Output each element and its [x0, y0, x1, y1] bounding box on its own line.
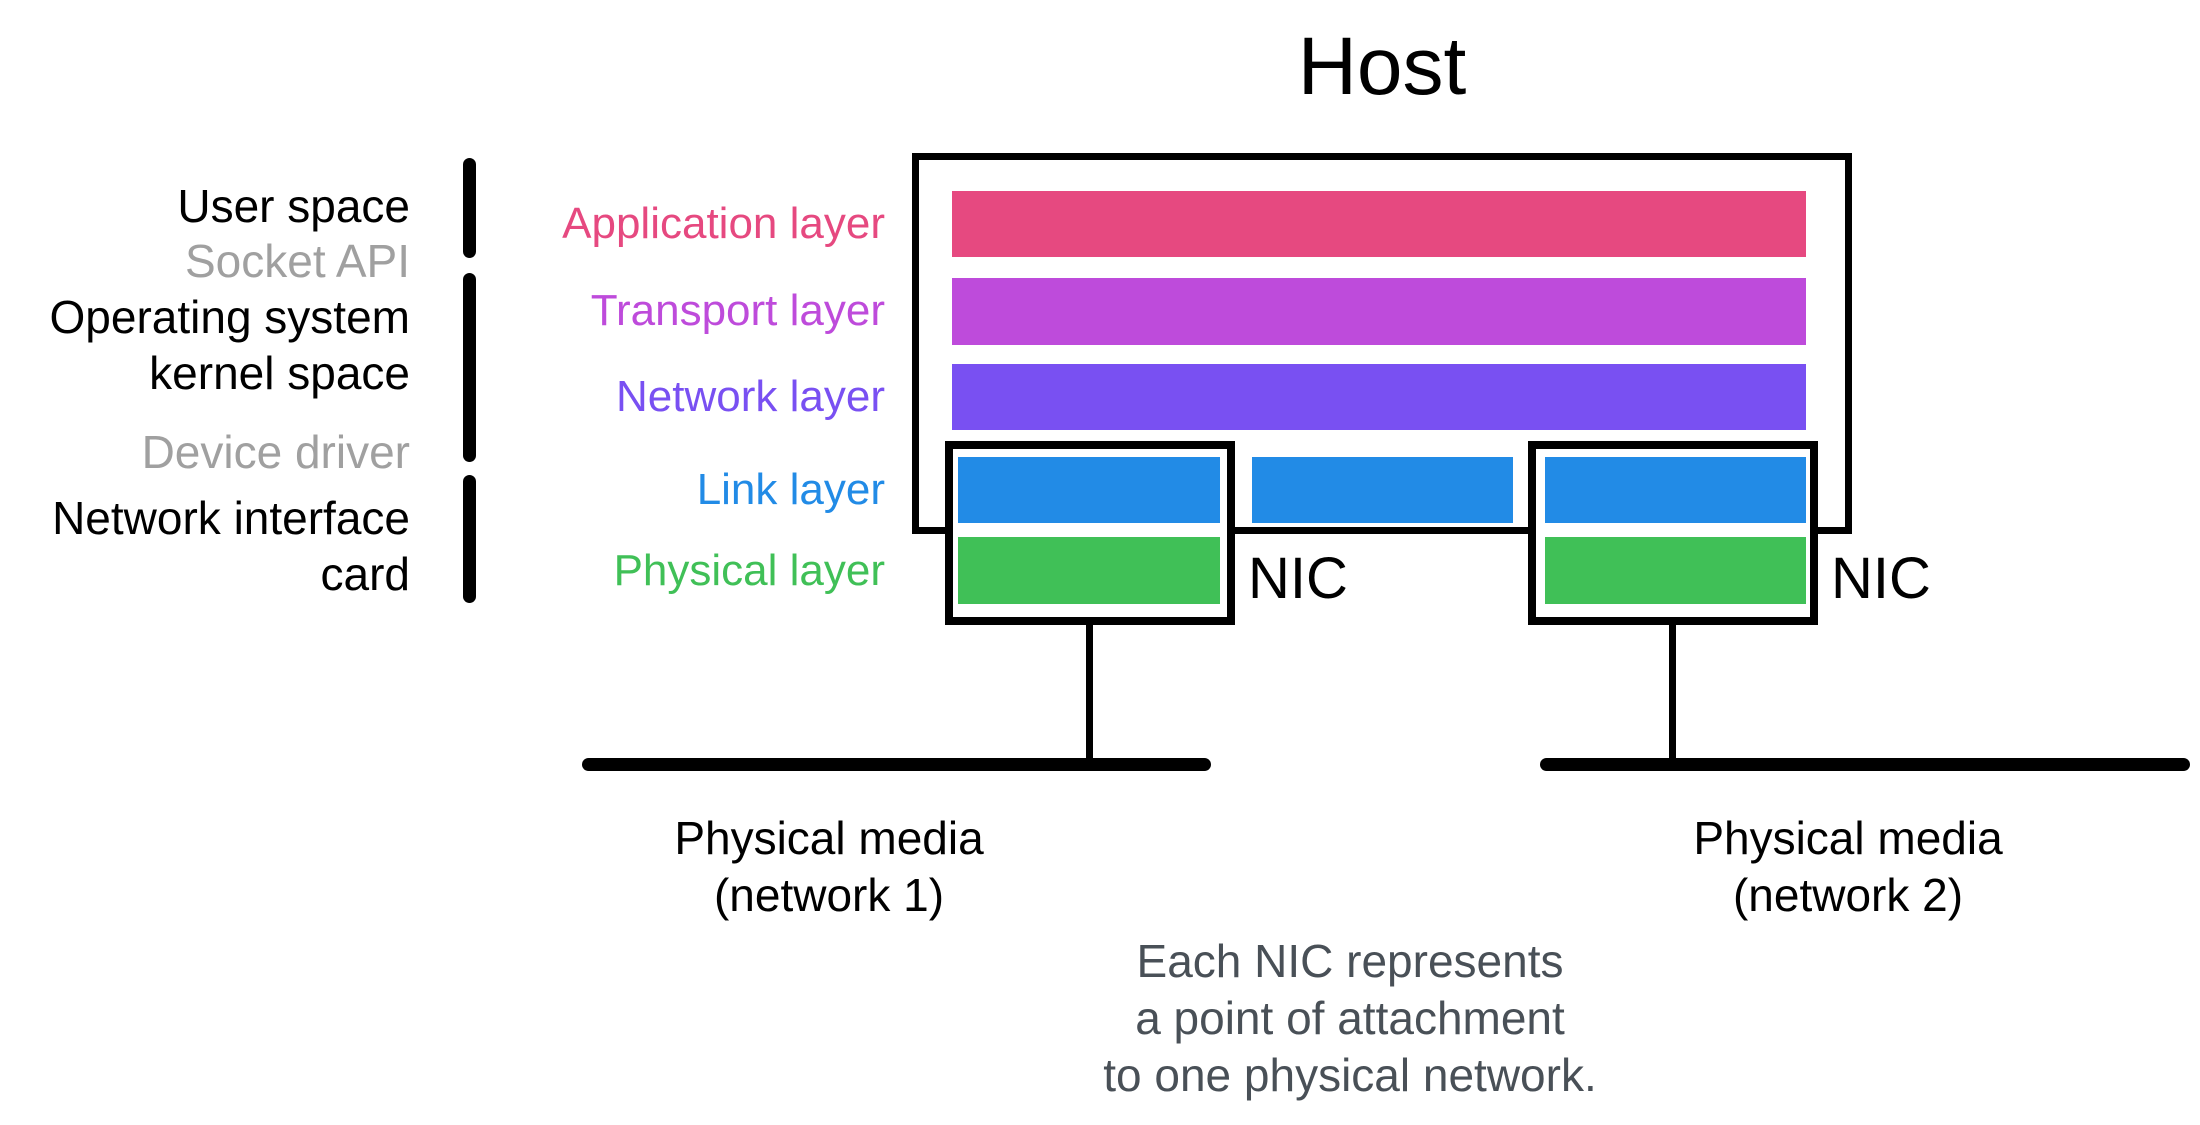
media-line-network2 [1540, 758, 2190, 771]
link-layer-bar-right [1545, 457, 1806, 523]
link-layer-bar-center [1252, 457, 1513, 523]
media-line-network1 [582, 758, 1211, 771]
nic-caption-line1: Each NIC represents [1136, 935, 1564, 987]
media-label-network1: Physical media (network 1) [579, 810, 1079, 924]
nic-caption-line2: a point of attachment [1135, 992, 1565, 1044]
nic-label-2: NIC [1831, 546, 1931, 611]
nic1-media-connector [1086, 623, 1093, 763]
physical-layer-bar-right [1545, 537, 1806, 604]
media-label-network2: Physical media (network 2) [1598, 810, 2098, 924]
label-link-layer: Link layer [696, 465, 885, 514]
label-user-space: User space [177, 180, 410, 232]
label-network-interface-card-line2: card [320, 548, 410, 600]
brace-kernel-space [463, 273, 476, 462]
transport-layer-bar [952, 278, 1806, 345]
label-transport-layer: Transport layer [590, 286, 885, 335]
brace-user-space [463, 158, 476, 258]
brace-network-interface-card [463, 475, 476, 603]
link-layer-bar-left [958, 457, 1220, 523]
host-title: Host [1297, 21, 1467, 112]
label-network-interface-card: Network interface card [0, 490, 410, 602]
label-application-layer: Application layer [562, 199, 885, 248]
media-label-network1-line1: Physical media [674, 812, 984, 864]
host-box [912, 153, 1852, 534]
media-label-network2-line1: Physical media [1693, 812, 2003, 864]
media-label-network1-line2: (network 1) [713, 869, 945, 921]
nic-label-1: NIC [1248, 546, 1348, 611]
label-os-kernel-space: Operating system kernel space [0, 289, 410, 401]
media-label-network2-line2: (network 2) [1732, 869, 1964, 921]
nic-caption: Each NIC represents a point of attachmen… [1050, 933, 1650, 1104]
network-layer-bar [952, 364, 1806, 430]
label-network-layer: Network layer [616, 372, 885, 421]
nic-caption-line3: to one physical network. [1103, 1049, 1597, 1101]
label-network-interface-card-line1: Network interface [52, 492, 410, 544]
nic2-media-connector [1669, 623, 1676, 763]
label-device-driver: Device driver [141, 426, 410, 478]
application-layer-bar [952, 191, 1806, 257]
label-os-kernel-space-line2: kernel space [149, 347, 410, 399]
label-os-kernel-space-line1: Operating system [49, 291, 410, 343]
label-socket-api: Socket API [184, 235, 410, 287]
physical-layer-bar-left [958, 537, 1220, 604]
label-physical-layer: Physical layer [613, 546, 885, 595]
